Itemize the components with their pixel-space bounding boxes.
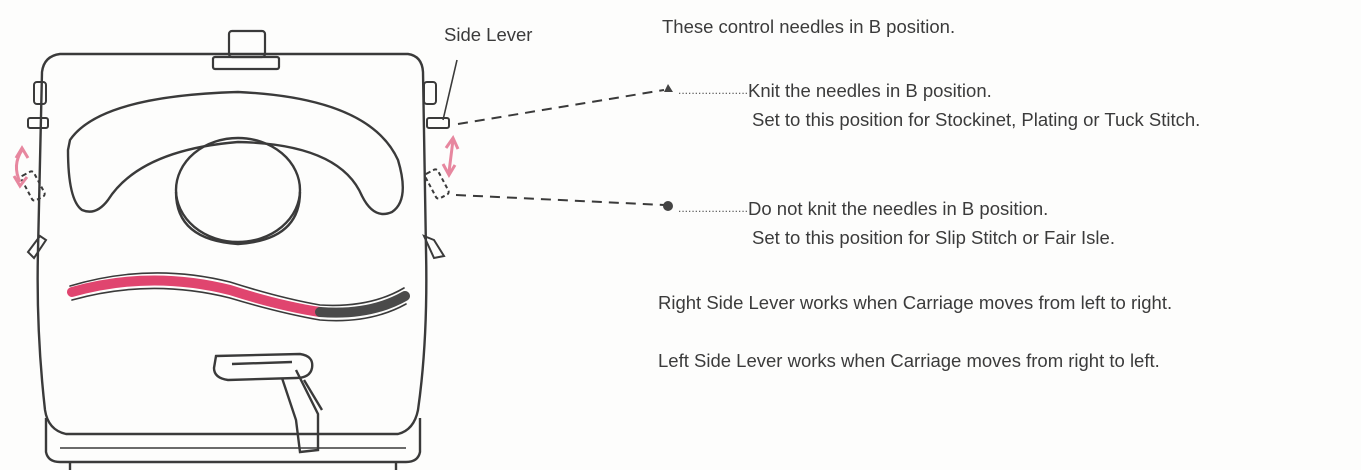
- dashed-connectors: [455, 89, 665, 206]
- dotted-leader: .....................: [678, 83, 749, 97]
- side-lever-label: Side Lever: [444, 24, 533, 45]
- dot-marker: [663, 201, 673, 211]
- option-noknit-line1: .....................Do not knit the nee…: [678, 195, 1048, 222]
- body-side-tabs: [20, 81, 450, 260]
- lever-arrows: [12, 134, 460, 189]
- option-knit-line2: Set to this position for Stockinet, Plat…: [752, 109, 1201, 130]
- side-lever-leader: [442, 59, 458, 121]
- option-noknit-title: Do not knit the needles in B position.: [748, 198, 1049, 219]
- top-knob: [211, 29, 281, 71]
- dotted-leader: .....................: [678, 201, 749, 215]
- carriage-body: [36, 52, 428, 470]
- option-noknit-line2: Set to this position for Slip Stitch or …: [752, 227, 1115, 248]
- center-dial: [174, 136, 302, 246]
- right-lever-note: Right Side Lever works when Carriage mov…: [658, 292, 1173, 313]
- option-knit-title: Knit the needles in B position.: [748, 80, 992, 101]
- bottom-latch: [212, 352, 324, 454]
- left-lever-note: Left Side Lever works when Carriage move…: [658, 350, 1160, 371]
- header-text: These control needles in B position.: [662, 16, 956, 37]
- triangle-marker: [664, 84, 673, 92]
- option-knit-line1: .....................Knit the needles in…: [678, 77, 992, 104]
- arch-handle: [66, 90, 404, 216]
- cam-band: [67, 272, 410, 322]
